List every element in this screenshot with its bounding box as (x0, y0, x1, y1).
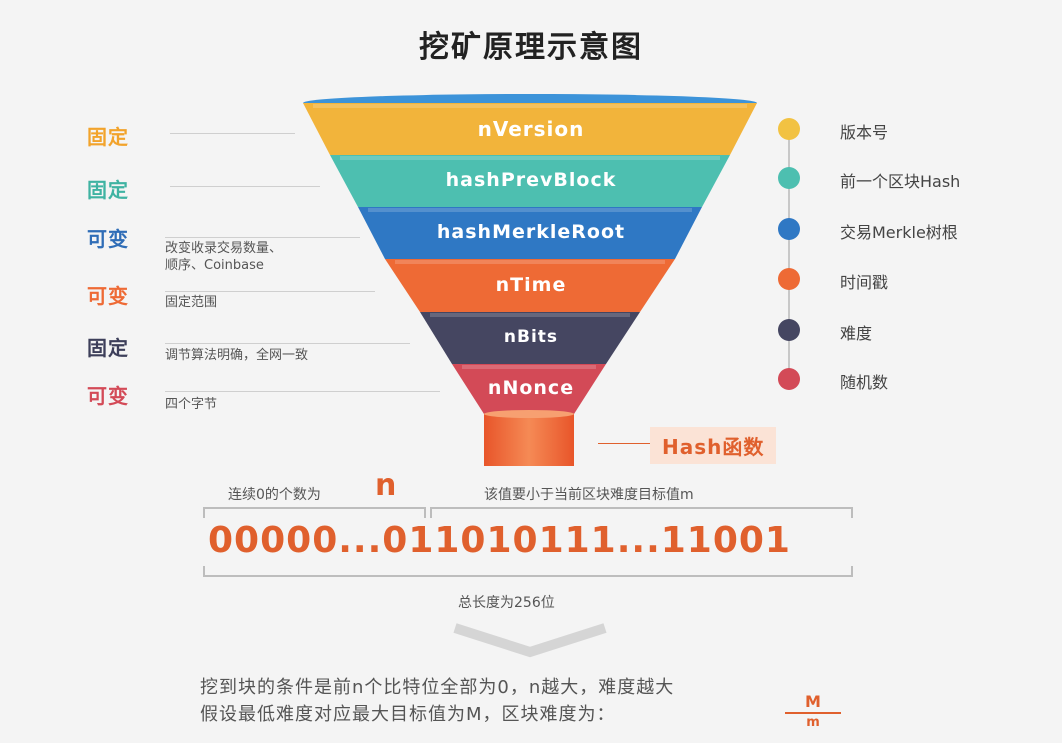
down-arrow-icon (453, 623, 607, 658)
funnel-layer-label: nVersion (477, 116, 585, 141)
legend-label: 前一个区块Hash (840, 172, 961, 191)
status-label-6: 可变 (87, 384, 129, 408)
leader-line (165, 237, 360, 238)
funnel-layer (385, 259, 675, 312)
funnel-layer-label: nNonce (487, 377, 575, 400)
status-label-4: 可变 (87, 284, 129, 308)
condition-text: 挖到块的条件是前n个比特位全部为0，n越大，难度越大 (200, 677, 675, 698)
legend-dot (778, 268, 800, 290)
legend-dot (778, 118, 800, 140)
leader-line (165, 391, 440, 392)
legend-dot (778, 319, 800, 341)
length-label: 总长度为256位 (458, 595, 555, 611)
fraction-denominator: m (806, 715, 820, 730)
status-label-2: 固定 (87, 178, 129, 202)
zeros-bracket (203, 507, 426, 518)
fraction-bar (785, 712, 841, 714)
funnel-stem (484, 414, 574, 466)
note-nonce: 四个字节 (165, 397, 218, 412)
funnel-layer (420, 312, 640, 364)
funnel-layer (330, 155, 730, 207)
funnel-layer-label: hashMerkleRoot (436, 221, 626, 244)
note-merkle: 改变收录交易数量、 顺序、Coinbase (165, 241, 283, 273)
value-bracket (430, 507, 853, 518)
legend-dot (778, 368, 800, 390)
note-bits: 调节算法明确，全网一致 (165, 348, 309, 363)
difficulty-fraction: M m (785, 692, 841, 730)
status-label-5: 固定 (87, 336, 129, 360)
funnel-layer-label: nTime (495, 273, 567, 296)
hash-function-label: Hash函数 (650, 427, 777, 464)
legend-label: 随机数 (840, 373, 889, 392)
length-bracket (203, 566, 853, 577)
legend-connector (788, 130, 790, 380)
legend-label: 版本号 (840, 123, 889, 142)
page-title: 挖矿原理示意图 (419, 30, 643, 65)
legend-dot (778, 167, 800, 189)
value-label: 该值要小于当前区块难度目标值m (484, 487, 694, 503)
difficulty-text: 假设最低难度对应最大目标值为M，区块难度为： (200, 704, 616, 725)
note-time: 固定范围 (165, 295, 218, 310)
zeros-label: 连续0的个数为 (228, 487, 321, 503)
funnel-layer-label: hashPrevBlock (445, 169, 617, 192)
legend-label: 时间戳 (840, 273, 889, 292)
zeros-variable: n (375, 468, 397, 503)
fraction-numerator: M (805, 692, 821, 711)
hash-leader (598, 443, 650, 444)
leader-line (170, 186, 320, 187)
leader-line (170, 133, 295, 134)
binary-hash: 00000...011010111...11001 (208, 520, 791, 561)
funnel-layer-label: nBits (503, 327, 559, 348)
funnel-layer (452, 364, 606, 414)
legend-label: 难度 (840, 324, 873, 343)
leader-line (165, 291, 375, 292)
funnel-layer (303, 103, 757, 155)
leader-line (165, 343, 410, 344)
status-label-3: 可变 (87, 227, 129, 251)
funnel-layer (358, 207, 702, 259)
legend-label: 交易Merkle树根 (840, 223, 958, 242)
legend-dot (778, 218, 800, 240)
status-label-1: 固定 (87, 125, 129, 149)
